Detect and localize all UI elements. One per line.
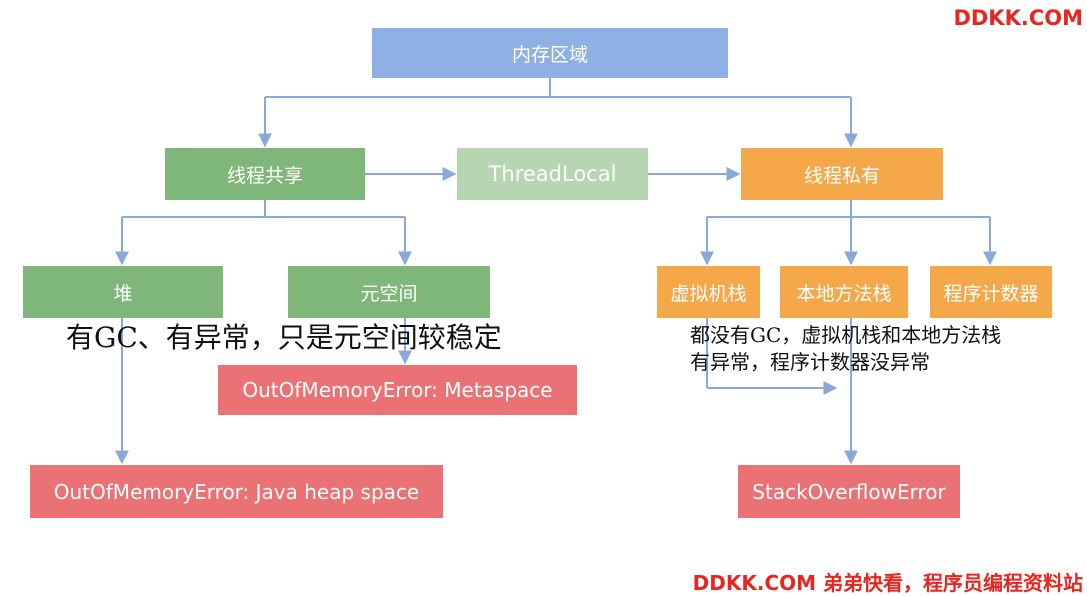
node-thread-private: 线程私有: [741, 148, 943, 200]
private-note-line-1: 都没有GC，虚拟机栈和本地方法栈: [690, 323, 1002, 347]
node-vm-stack: 虚拟机栈: [657, 266, 760, 318]
node-oom-heap: OutOfMemoryError: Java heap space: [30, 465, 443, 518]
node-program-counter: 程序计数器: [930, 266, 1052, 318]
private-note: 都没有GC，虚拟机栈和本地方法栈 有异常，程序计数器没异常: [690, 322, 1001, 376]
node-threadlocal: ThreadLocal: [457, 148, 648, 200]
node-native-method-stack: 本地方法栈: [780, 266, 908, 318]
shared-note: 有GC、有异常，只是元空间较稳定: [66, 321, 502, 354]
watermark-bottom: DDKK.COM 弟弟快看，程序员编程资料站: [692, 571, 1083, 595]
node-thread-shared: 线程共享: [165, 148, 365, 200]
node-memory-area: 内存区域: [372, 28, 728, 78]
node-oom-metaspace: OutOfMemoryError: Metaspace: [218, 365, 577, 415]
node-heap: 堆: [23, 266, 223, 318]
watermark-top: DDKK.COM: [953, 6, 1083, 30]
node-stackoverflow: StackOverflowError: [738, 465, 960, 518]
private-note-line-2: 有异常，程序计数器没异常: [690, 350, 930, 374]
node-metaspace: 元空间: [288, 266, 490, 318]
